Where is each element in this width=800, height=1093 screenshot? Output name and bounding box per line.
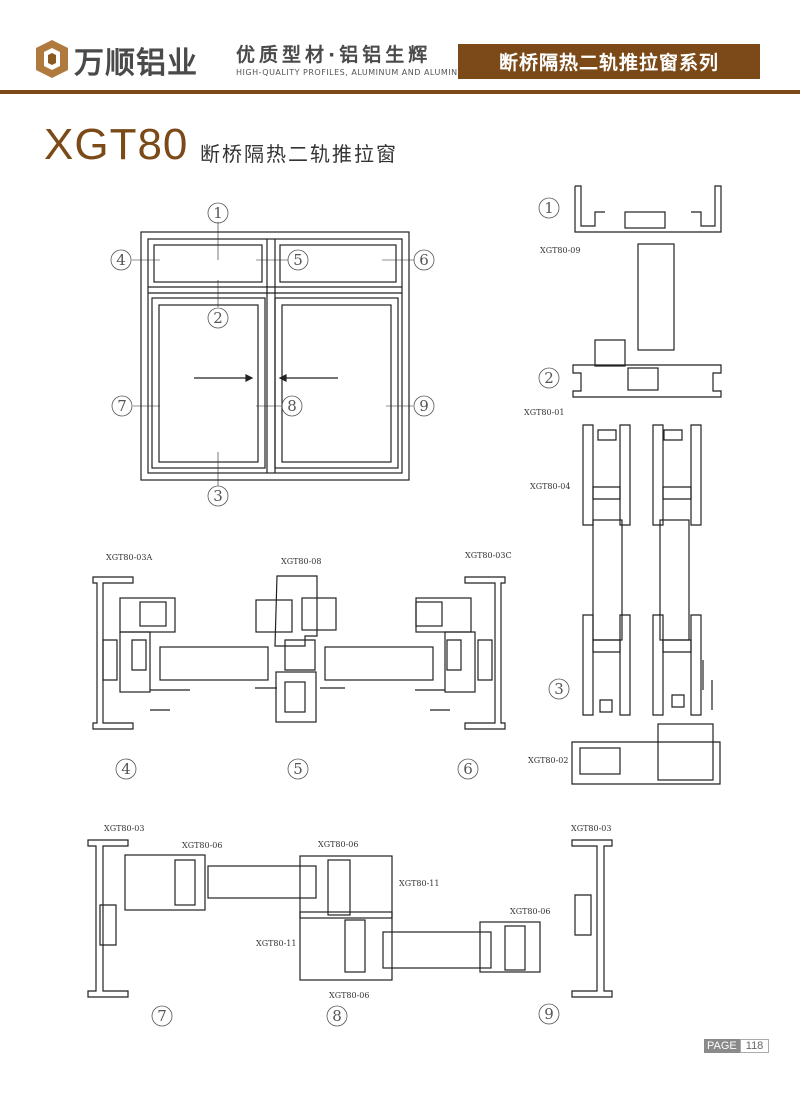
profile-label: XGT80-08 bbox=[281, 557, 321, 566]
callout-circles bbox=[110, 197, 570, 1027]
horizontal-section-lower bbox=[87, 839, 613, 998]
section-callout-8: 8 bbox=[332, 1007, 342, 1025]
brand-name: 万顺铝业 bbox=[74, 46, 198, 81]
section-callout-7: 7 bbox=[157, 1007, 167, 1025]
slogan-english: HIGH-QUALITY PROFILES, ALUMINUM AND ALUM… bbox=[236, 68, 472, 77]
callout-7: 7 bbox=[117, 397, 127, 415]
section-callout-2: 2 bbox=[544, 369, 554, 387]
callout-4: 4 bbox=[116, 251, 126, 269]
profile-label: XGT80-11 bbox=[256, 939, 296, 948]
profile-label: XGT80-04 bbox=[530, 482, 570, 491]
callout-5: 5 bbox=[293, 251, 303, 269]
callout-3: 3 bbox=[213, 487, 223, 505]
callout-6: 6 bbox=[419, 251, 429, 269]
section-callout-5: 5 bbox=[293, 760, 303, 778]
vertical-section bbox=[571, 185, 722, 785]
profile-label: XGT80-06 bbox=[329, 991, 369, 1000]
callout-8: 8 bbox=[287, 397, 297, 415]
profile-label: XGT80-06 bbox=[318, 840, 358, 849]
series-banner: 断桥隔热二轨推拉窗系列 bbox=[458, 44, 760, 79]
profile-label: XGT80-01 bbox=[524, 408, 564, 417]
section-callout-3: 3 bbox=[554, 680, 564, 698]
profile-label: XGT80-06 bbox=[182, 841, 222, 850]
section-callout-1: 1 bbox=[544, 199, 554, 217]
profile-label: XGT80-03 bbox=[104, 824, 144, 833]
model-subtitle: 断桥隔热二轨推拉窗 bbox=[200, 142, 398, 166]
profile-label: XGT80-03 bbox=[571, 824, 611, 833]
profile-label: XGT80-02 bbox=[528, 756, 568, 765]
profile-label: XGT80-03A bbox=[106, 553, 152, 562]
page-number: 118 bbox=[739, 1039, 770, 1053]
profile-label: XGT80-06 bbox=[510, 907, 550, 916]
window-elevation bbox=[132, 222, 414, 486]
profile-label: XGT80-09 bbox=[540, 246, 580, 255]
callout-2: 2 bbox=[213, 309, 223, 327]
callout-1: 1 bbox=[213, 204, 223, 222]
section-callout-9: 9 bbox=[544, 1005, 554, 1023]
slogan: 优质型材·铝铝生辉 bbox=[236, 44, 432, 66]
section-callout-6: 6 bbox=[463, 760, 473, 778]
page-label: PAGE bbox=[704, 1039, 740, 1053]
callout-9: 9 bbox=[419, 397, 429, 415]
model-title: XGT80 bbox=[44, 120, 189, 169]
section-callout-4: 4 bbox=[121, 760, 131, 778]
profile-label: XGT80-03C bbox=[465, 551, 512, 560]
brand-logo-icon bbox=[36, 40, 68, 78]
horizontal-section-upper bbox=[92, 575, 506, 730]
profile-label: XGT80-11 bbox=[399, 879, 439, 888]
header-divider bbox=[0, 90, 800, 94]
page-number-badge: PAGE 118 bbox=[704, 1039, 770, 1053]
